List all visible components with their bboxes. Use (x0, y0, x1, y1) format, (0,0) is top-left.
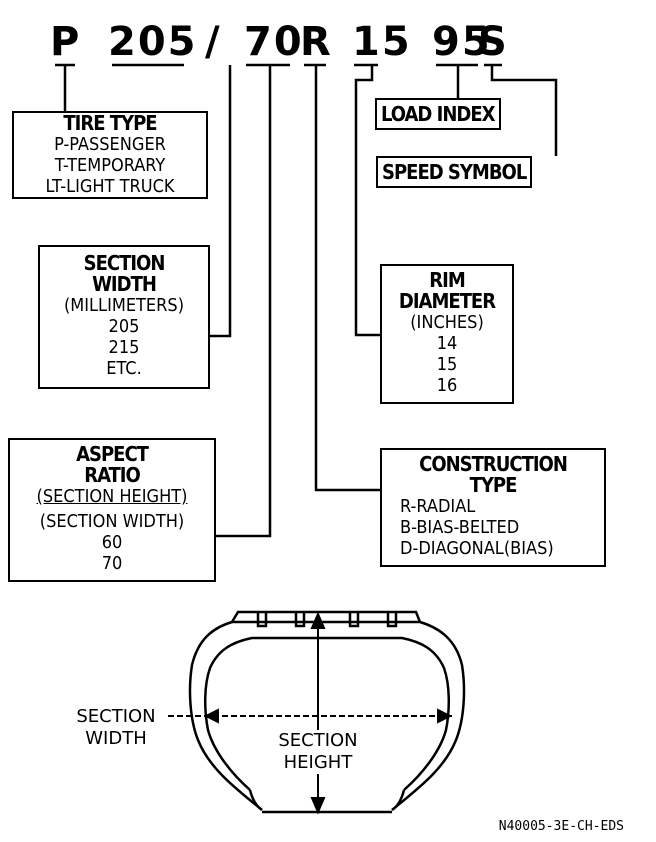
section-width-label-line: SECTION (76, 706, 156, 727)
code-tire-type: P (50, 19, 82, 65)
tire-type-line: T-TEMPORARY (54, 155, 166, 176)
construction-type-line: B-BIAS-BELTED (400, 517, 520, 538)
rim-diameter-line: (INCHES) (410, 312, 484, 333)
speed-symbol-title: SPEED SYMBOL (382, 160, 527, 184)
code-load-index: 95 (432, 19, 492, 65)
figure-reference-code: N40005-3E-CH-EDS (498, 819, 624, 834)
load-index-title: LOAD INDEX (381, 102, 495, 126)
construction-type-line: D-DIAGONAL(BIAS) (400, 538, 554, 559)
rim-diameter-title: DIAMETER (398, 289, 496, 313)
aspect-ratio-title: ASPECT (76, 442, 149, 466)
construction-type-box: CONSTRUCTION TYPE R-RADIAL B-BIAS-BELTED… (380, 448, 606, 567)
section-width-diagram-label: SECTION WIDTH (64, 706, 168, 750)
section-width-label-line: WIDTH (85, 728, 147, 749)
code-rim-diameter: 15 (352, 19, 412, 65)
section-width-title: SECTION (83, 251, 166, 275)
tire-type-line: LT-LIGHT TRUCK (45, 176, 175, 197)
tire-type-line: P-PASSENGER (54, 134, 166, 155)
construction-type-title: TYPE (469, 473, 518, 497)
code-speed-symbol: S (478, 19, 509, 65)
rim-diameter-box: RIM DIAMETER (INCHES) 14 15 16 (380, 264, 514, 404)
section-width-line: ETC. (106, 358, 142, 379)
aspect-ratio-title: RATIO (84, 463, 141, 487)
section-height-diagram-label: SECTION HEIGHT (262, 730, 374, 774)
tire-type-box: TIRE TYPE P-PASSENGER T-TEMPORARY LT-LIG… (12, 111, 208, 199)
rim-diameter-line: 14 (436, 333, 458, 354)
aspect-ratio-denominator: (SECTION WIDTH) (39, 511, 185, 532)
tire-type-title: TIRE TYPE (63, 111, 157, 135)
section-height-label-line: SECTION (278, 730, 358, 751)
section-height-label-line: HEIGHT (283, 752, 353, 773)
aspect-ratio-numerator: (SECTION HEIGHT) (36, 486, 188, 507)
construction-type-line: R-RADIAL (400, 496, 476, 517)
aspect-ratio-line: 60 (101, 532, 123, 553)
aspect-ratio-box: ASPECT RATIO (SECTION HEIGHT) (SECTION W… (8, 438, 216, 582)
construction-type-title: CONSTRUCTION (419, 452, 568, 476)
tire-cross-section (188, 610, 466, 812)
section-width-line: 215 (108, 337, 140, 358)
load-index-box: LOAD INDEX (375, 98, 501, 130)
section-width-line: 205 (108, 316, 140, 337)
rim-diameter-title: RIM (429, 268, 465, 292)
speed-symbol-box: SPEED SYMBOL (376, 156, 533, 188)
code-slash: / (205, 19, 222, 65)
section-width-box: SECTION WIDTH (MILLIMETERS) 205 215 ETC. (38, 245, 210, 389)
code-construction: R (300, 19, 333, 65)
rim-diameter-line: 16 (436, 375, 458, 396)
code-aspect-ratio: 70 (244, 19, 304, 65)
section-width-title: WIDTH (92, 272, 157, 296)
rim-diameter-line: 15 (436, 354, 458, 375)
code-section-width: 205 (108, 19, 198, 65)
aspect-ratio-line: 70 (101, 553, 123, 574)
section-width-line: (MILLIMETERS) (63, 295, 185, 316)
